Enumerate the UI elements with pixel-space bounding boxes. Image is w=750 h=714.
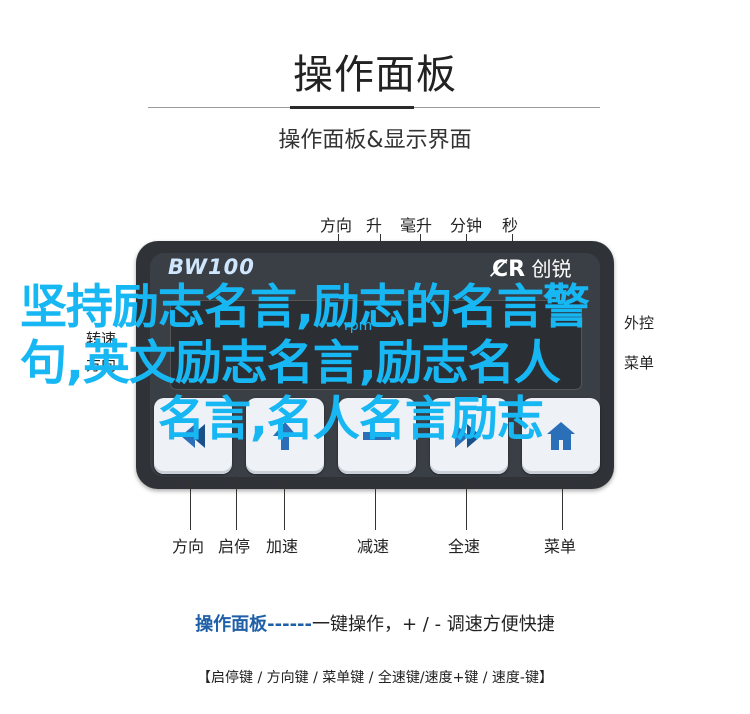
bottom-label-slow-down: 减速: [357, 537, 390, 556]
full-speed-button[interactable]: [430, 398, 508, 474]
bottom-label-menu: 菜单: [544, 537, 577, 556]
callout-line: [190, 476, 191, 530]
display-unit-rpm: rpm: [344, 318, 373, 334]
direction-button[interactable]: [154, 398, 232, 474]
callout-line: [562, 476, 563, 530]
footer-keys: 【启停键 / 方向键 / 菜单键 / 全速键/速度+键 / 速度-键】: [197, 670, 553, 686]
top-label-milliliter: 毫升: [400, 216, 433, 235]
footer-tagline: 操作面板------一键操作，+ / - 调速方便快捷: [0, 610, 750, 636]
callout-line: [466, 476, 467, 530]
up-arrow-icon: [273, 422, 297, 450]
minus-icon: [363, 432, 391, 440]
title-divider-accent: [290, 106, 414, 109]
model-name: BW100: [168, 255, 255, 279]
overlay-text-line-1: 坚持励志名言,励志的名言警: [20, 280, 590, 335]
overlay-text-line-2: 句,英文励志名言,励志名人: [20, 336, 561, 391]
lcd-display: [170, 300, 582, 390]
brand-icon: C̸R: [492, 257, 526, 282]
direction-icon: [181, 424, 205, 448]
fast-forward-icon: [455, 424, 481, 448]
page-title: 操作面板: [293, 52, 457, 98]
bottom-label-full-speed: 全速: [448, 537, 481, 556]
top-label-minute: 分钟: [450, 216, 483, 235]
bottom-label-start-stop: 启停: [218, 537, 251, 556]
display-right-label-1: 外控: [624, 314, 655, 332]
top-label-direction: 方向: [320, 216, 353, 235]
display-right-label-2: 菜单: [624, 354, 655, 372]
page-subtitle: 操作面板&显示界面: [278, 128, 472, 153]
brand-name: 创锐: [531, 257, 572, 281]
menu-button[interactable]: [522, 398, 600, 474]
overlay-text-line-3: 名言,名人名言励志: [158, 392, 544, 447]
callout-line: [375, 476, 376, 530]
footer-text: 一键操作，+ / - 调速方便快捷: [312, 614, 555, 635]
callout-line: [284, 476, 285, 530]
top-label-liter: 升: [366, 216, 383, 235]
bottom-label-speed-up: 加速: [266, 537, 299, 556]
display-left-label-2: 方向: [86, 356, 117, 374]
bottom-label-direction: 方向: [172, 537, 205, 556]
footer-accent: 操作面板------: [195, 614, 312, 635]
top-label-second: 秒: [502, 216, 519, 235]
speed-up-button[interactable]: [246, 398, 324, 474]
slow-down-button[interactable]: [338, 398, 416, 474]
home-icon: [547, 422, 575, 450]
display-left-label-1: 转速: [86, 330, 117, 348]
brand-logo: C̸R 创锐: [492, 253, 571, 282]
callout-line: [236, 476, 237, 530]
